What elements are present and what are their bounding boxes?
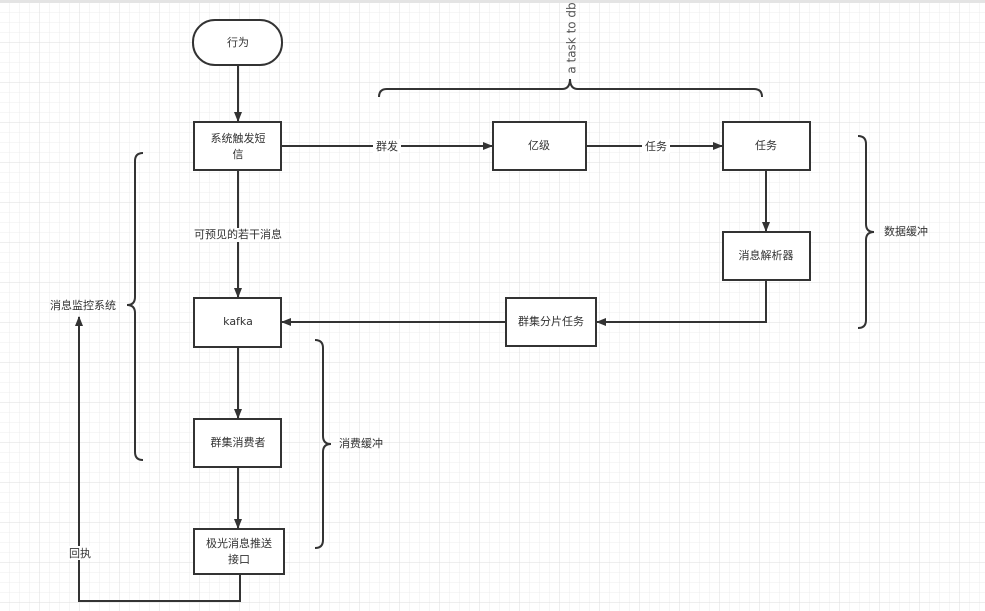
grid-major bbox=[0, 3, 985, 611]
node-parser[interactable]: 消息解析器 bbox=[722, 231, 811, 281]
node-behavior[interactable]: 行为 bbox=[192, 19, 283, 66]
node-jpush-label-1: 极光消息推送 bbox=[206, 536, 272, 550]
node-billion-label: 亿级 bbox=[528, 139, 550, 152]
node-behavior-label: 行为 bbox=[227, 36, 249, 49]
node-shard-task[interactable]: 群集分片任务 bbox=[505, 297, 597, 347]
edge-label-mass-send: 群发 bbox=[376, 139, 398, 153]
brace-label-consume-buffer: 消费缓冲 bbox=[339, 436, 383, 450]
edge-label-bg bbox=[373, 139, 401, 153]
node-jpush[interactable]: 极光消息推送 接口 bbox=[193, 528, 285, 575]
edge-label-task: 任务 bbox=[645, 140, 667, 153]
edge-label-receipt: 回执 bbox=[69, 546, 91, 560]
node-billion[interactable]: 亿级 bbox=[492, 121, 587, 171]
brace-data-buffer bbox=[857, 135, 875, 329]
node-trigger-sms-label-2: 信 bbox=[233, 148, 244, 161]
node-task[interactable]: 任务 bbox=[722, 121, 811, 171]
brace-label-task-to-db: a task to db bbox=[565, 2, 579, 73]
edge-label-bg bbox=[190, 228, 286, 242]
brace-label-monitor: 消息监控系统 bbox=[50, 298, 116, 312]
brace-label-data-buffer: 数据缓冲 bbox=[884, 224, 928, 238]
node-task-label: 任务 bbox=[755, 139, 777, 152]
node-trigger-sms[interactable]: 系统触发短 信 bbox=[193, 121, 282, 171]
brace-task-to-db bbox=[378, 78, 763, 98]
node-parser-label: 消息解析器 bbox=[739, 248, 794, 262]
node-trigger-sms-label-1: 系统触发短 bbox=[211, 131, 266, 145]
edge-parser-shard[interactable] bbox=[596, 280, 767, 326]
edge-receipt[interactable] bbox=[75, 316, 241, 602]
edge-label-foreseeable: 可预见的若干消息 bbox=[194, 227, 282, 241]
brace-consume-buffer bbox=[314, 339, 332, 549]
edge-label-bg bbox=[67, 546, 93, 560]
node-consumer[interactable]: 群集消费者 bbox=[193, 418, 282, 468]
edge-label-bg bbox=[642, 139, 670, 153]
node-kafka-label: kafka bbox=[223, 315, 253, 328]
node-kafka[interactable]: kafka bbox=[193, 297, 282, 348]
node-jpush-label-2: 接口 bbox=[228, 553, 250, 566]
node-consumer-label: 群集消费者 bbox=[211, 435, 266, 449]
node-shard-task-label: 群集分片任务 bbox=[518, 314, 584, 328]
brace-monitor bbox=[126, 152, 144, 461]
top-bar bbox=[0, 0, 985, 3]
